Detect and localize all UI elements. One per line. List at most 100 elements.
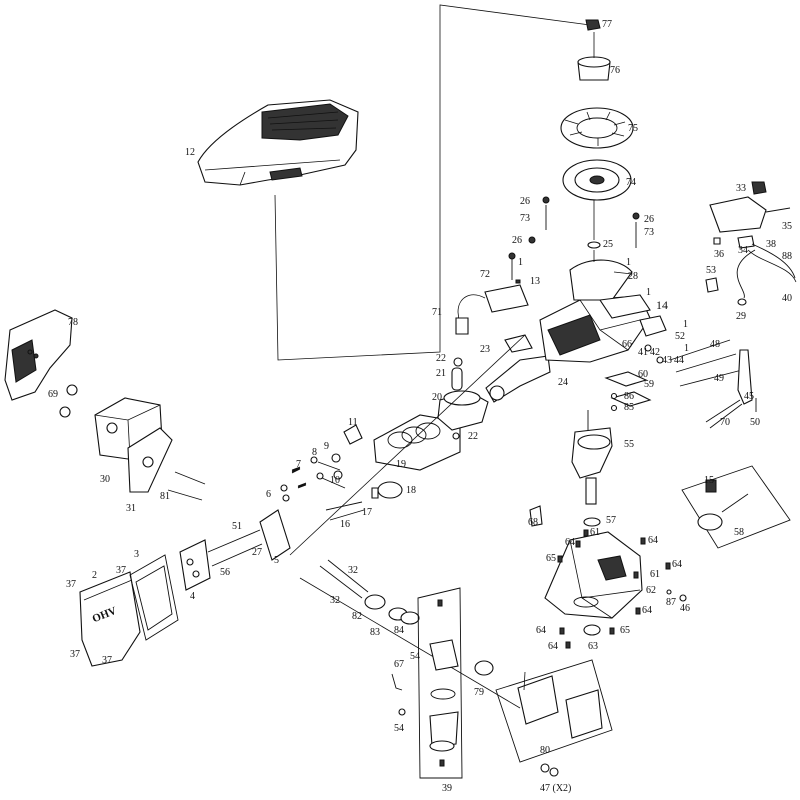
part-label-59: 59 bbox=[644, 379, 654, 390]
part-label-76: 76 bbox=[610, 65, 620, 76]
part-label-39: 39 bbox=[442, 783, 452, 794]
part-label-52: 52 bbox=[675, 331, 685, 342]
engine-shroud bbox=[197, 99, 359, 186]
part-label-16: 16 bbox=[340, 519, 350, 530]
part-label-14: 14 bbox=[656, 298, 668, 312]
part-label-11: 11 bbox=[348, 417, 358, 428]
part-label-60: 60 bbox=[638, 369, 648, 380]
governor-lever bbox=[737, 349, 753, 405]
part-label-35: 35 bbox=[782, 221, 792, 232]
part-label-57: 57 bbox=[606, 515, 616, 526]
part-label-87: 87 bbox=[666, 597, 676, 608]
part-label-3: 3 bbox=[134, 549, 139, 560]
governor-assembly bbox=[681, 465, 791, 549]
flywheel bbox=[562, 159, 632, 201]
part-label-43: 43 bbox=[662, 355, 672, 366]
piston bbox=[437, 390, 489, 431]
part-label-61a: 61 bbox=[590, 527, 600, 538]
connecting-rod bbox=[485, 334, 551, 403]
part-label-73a: 73 bbox=[520, 213, 530, 224]
part-label-32a: 32 bbox=[348, 565, 358, 576]
part-label-58: 58 bbox=[734, 527, 744, 538]
part-label-86: 86 bbox=[624, 391, 634, 402]
part-label-17: 17 bbox=[362, 507, 372, 518]
part-label-64d: 64 bbox=[642, 605, 652, 616]
part-label-7: 7 bbox=[296, 459, 301, 470]
part-label-21: 21 bbox=[436, 368, 446, 379]
part-label-45: 45 bbox=[744, 391, 754, 402]
fuel-tank bbox=[709, 181, 791, 249]
part-label-66: 66 bbox=[622, 339, 632, 350]
part-label-13: 13 bbox=[530, 276, 540, 287]
oil-seal bbox=[583, 517, 601, 527]
part-label-1c: 1 bbox=[646, 287, 651, 298]
part-label-22a: 22 bbox=[436, 353, 446, 364]
part-label-1a: 1 bbox=[518, 257, 523, 268]
cooling-fan bbox=[560, 107, 634, 149]
part-label-84: 84 bbox=[394, 625, 404, 636]
part-label-54b: 54 bbox=[394, 723, 404, 734]
part-label-70: 70 bbox=[720, 417, 730, 428]
part-label-55: 55 bbox=[624, 439, 634, 450]
flywheel-nut bbox=[585, 19, 601, 31]
part-label-44: 44 bbox=[674, 355, 684, 366]
part-label-2: 2 bbox=[92, 570, 97, 581]
part-label-25: 25 bbox=[603, 239, 613, 250]
part-label-50: 50 bbox=[750, 417, 760, 428]
part-label-61b: 61 bbox=[650, 569, 660, 580]
part-label-65a: 65 bbox=[546, 553, 556, 564]
part-label-64b: 64 bbox=[648, 535, 658, 546]
part-label-38: 38 bbox=[766, 239, 776, 250]
part-label-27: 27 bbox=[252, 547, 262, 558]
part-label-24: 24 bbox=[558, 377, 568, 388]
part-label-26c: 26 bbox=[512, 235, 522, 246]
part-label-85: 85 bbox=[624, 402, 634, 413]
part-label-18: 18 bbox=[406, 485, 416, 496]
part-label-22b: 22 bbox=[468, 431, 478, 442]
sump-bolts bbox=[557, 529, 671, 649]
part-label-62: 62 bbox=[646, 585, 656, 596]
part-label-42: 42 bbox=[650, 347, 660, 358]
part-label-49: 49 bbox=[714, 373, 724, 384]
part-label-37b: 37 bbox=[66, 579, 76, 590]
part-label-19: 19 bbox=[396, 459, 406, 470]
part-label-69: 69 bbox=[48, 389, 58, 400]
part-label-56: 56 bbox=[220, 567, 230, 578]
part-label-32b: 32 bbox=[330, 595, 340, 606]
part-label-64f: 64 bbox=[548, 641, 558, 652]
part-label-33: 33 bbox=[736, 183, 746, 194]
part-label-53: 53 bbox=[706, 265, 716, 276]
part-label-74: 74 bbox=[626, 177, 636, 188]
part-label-68: 68 bbox=[528, 517, 538, 528]
part-label-5: 5 bbox=[274, 555, 279, 566]
part-label-41: 41 bbox=[638, 347, 648, 358]
part-label-37d: 37 bbox=[102, 655, 112, 666]
part-label-6: 6 bbox=[266, 489, 271, 500]
part-label-1d: 1 bbox=[683, 319, 688, 330]
part-label-75: 75 bbox=[628, 123, 638, 134]
part-label-80: 80 bbox=[540, 745, 550, 756]
part-label-29: 29 bbox=[736, 311, 746, 322]
part-label-83: 83 bbox=[370, 627, 380, 638]
part-label-34: 34 bbox=[738, 245, 748, 256]
valve-cover bbox=[79, 571, 141, 667]
part-label-78: 78 bbox=[68, 317, 78, 328]
part-label-63: 63 bbox=[588, 641, 598, 652]
part-label-30: 30 bbox=[100, 474, 110, 485]
part-label-64a: 64 bbox=[565, 537, 575, 548]
part-label-64e: 64 bbox=[536, 625, 546, 636]
part-label-77: 77 bbox=[602, 19, 612, 30]
part-label-36: 36 bbox=[714, 249, 724, 260]
part-label-37a: 37 bbox=[116, 565, 126, 576]
part-label-71: 71 bbox=[432, 307, 442, 318]
crankshaft bbox=[571, 410, 613, 505]
part-label-48: 48 bbox=[710, 339, 720, 350]
carburetor-assembly bbox=[417, 587, 463, 779]
part-label-15: 15 bbox=[704, 475, 714, 486]
ignition-coil bbox=[455, 284, 529, 335]
part-label-4: 4 bbox=[190, 591, 195, 602]
part-label-20: 20 bbox=[432, 392, 442, 403]
part-label-10: 10 bbox=[330, 475, 340, 486]
crankcase-cover bbox=[544, 531, 643, 619]
part-label-54a: 54 bbox=[410, 651, 420, 662]
